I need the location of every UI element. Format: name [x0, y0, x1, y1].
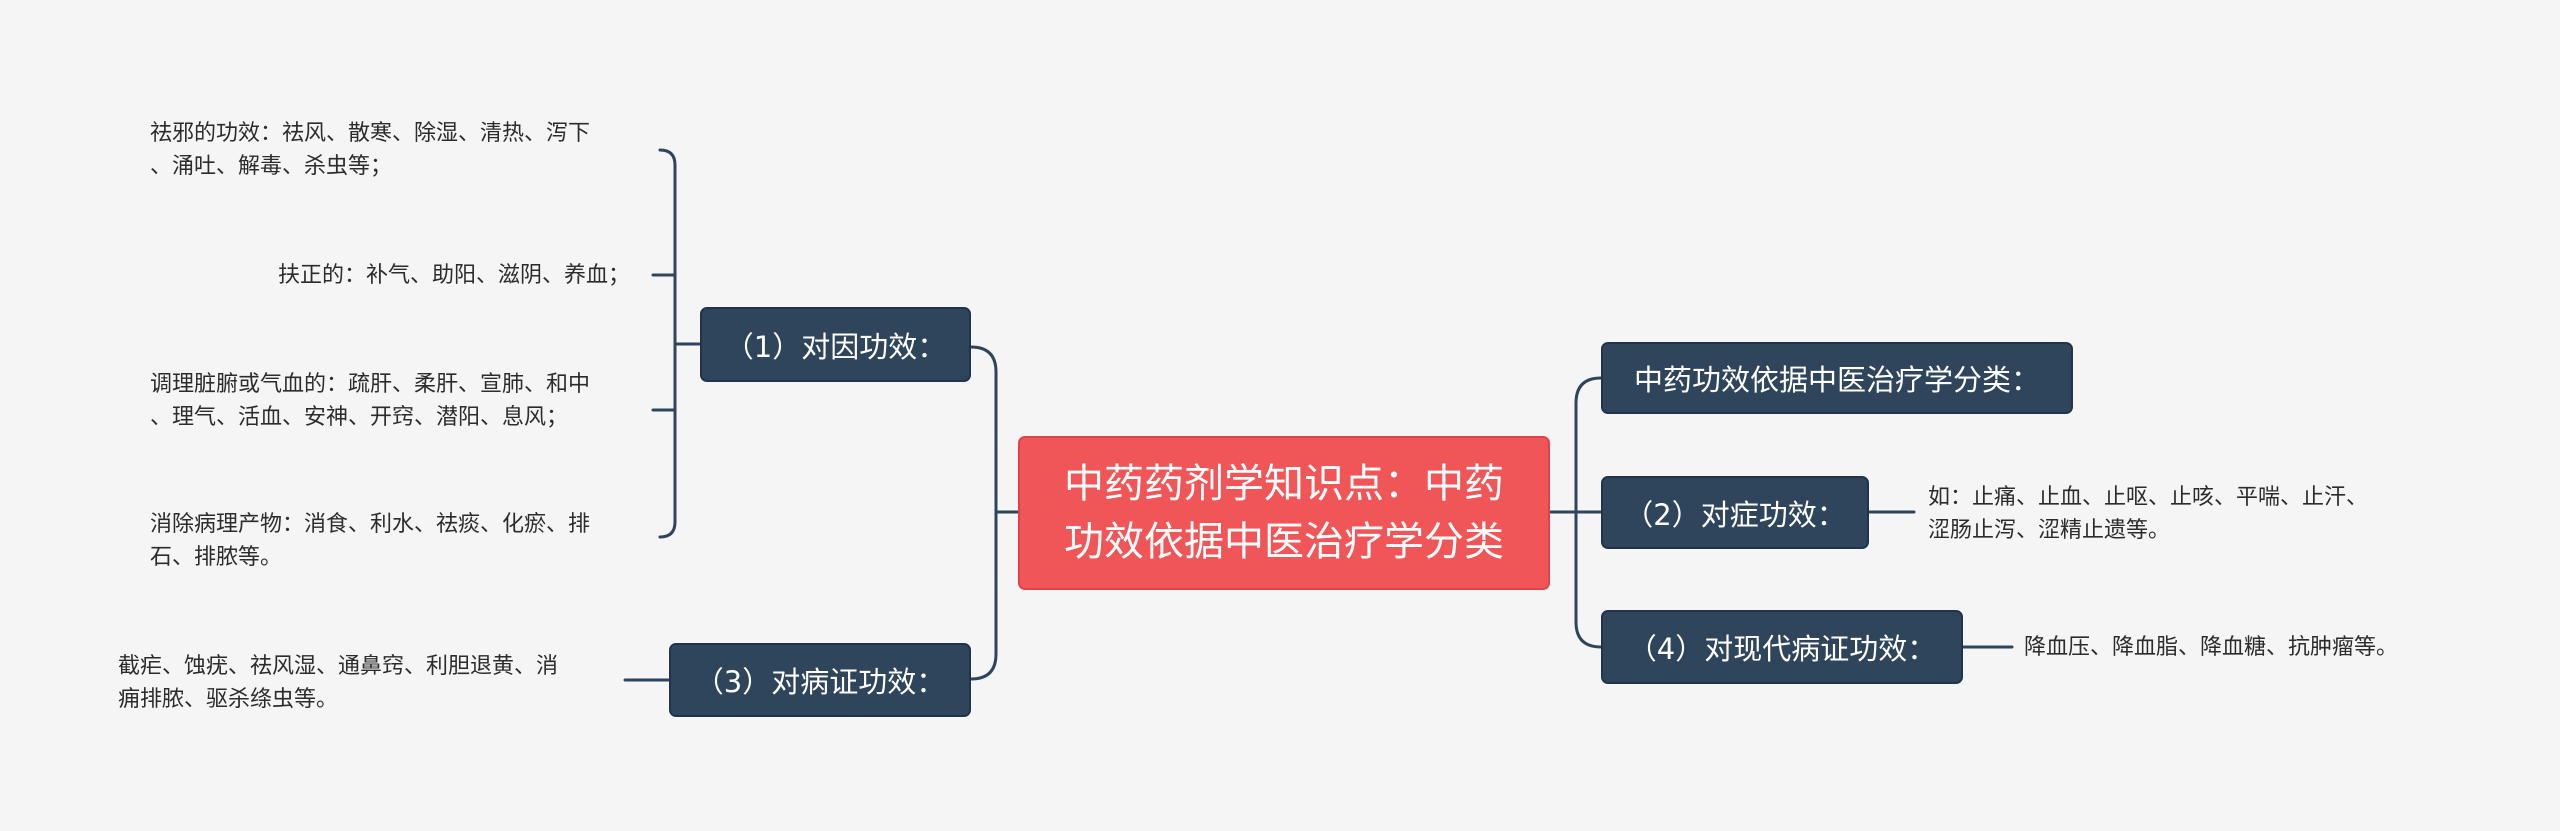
branch-symptomatic-efficacy[interactable]: （2）对症功效： [1601, 476, 1869, 549]
connector-left-trunk [969, 345, 998, 681]
branch-causal-efficacy-label: （1）对因功效： [724, 329, 947, 364]
leaf-disease-syndrome-line2: 痈排脓、驱杀绦虫等。 [118, 687, 339, 712]
central-topic-line1: 中药药剂学知识点：中药 [1064, 461, 1504, 507]
branch-symptomatic-efficacy-label: （2）对症功效： [1624, 497, 1846, 532]
branch-modern-disease-efficacy-label: （4）对现代病证功效： [1627, 632, 1937, 666]
branch-classification-title-label: 中药功效依据中医治疗学分类： [1633, 363, 2040, 397]
leaf-disease-syndrome-line1: 截疟、蚀疣、祛风湿、通鼻窍、利胆退黄、消 [118, 654, 559, 679]
branch-disease-syndrome-efficacy[interactable]: （3）对病证功效： [669, 643, 971, 717]
leaf-symptomatic-items[interactable]: 如：止痛、止血、止呕、止咳、平喘、止汗、 涩肠止泻、涩精止遗等。 [1928, 481, 2368, 547]
leaf-eliminate-pathological-products[interactable]: 消除病理产物：消食、利水、祛痰、化瘀、排 石、排脓等。 [150, 508, 590, 574]
central-topic-line2: 功效依据中医治疗学分类 [1064, 519, 1504, 565]
leaf-expel-pathogen-line2: 、涌吐、解毒、杀虫等； [150, 154, 393, 179]
branch-classification-title[interactable]: 中药功效依据中医治疗学分类： [1601, 342, 2073, 414]
leaf-symptomatic-line2: 涩肠止泻、涩精止遗等。 [1928, 518, 2171, 543]
leaf-regulate-organs-line2: 、理气、活血、安神、开窍、潜阳、息风； [150, 405, 569, 430]
leaf-eliminate-line1: 消除病理产物：消食、利水、祛痰、化瘀、排 [150, 512, 591, 537]
leaf-regulate-organs-line1: 调理脏腑或气血的：疏肝、柔肝、宣肺、和中 [150, 372, 591, 397]
leaf-support-righteous[interactable]: 扶正的：补气、助阳、滋阴、养血； [200, 259, 630, 292]
branch-causal-efficacy[interactable]: （1）对因功效： [700, 307, 971, 382]
central-topic[interactable]: 中药药剂学知识点：中药 功效依据中医治疗学分类 [1018, 436, 1550, 590]
leaf-expel-pathogen-line1: 祛邪的功效：祛风、散寒、除湿、清热、泻下 [150, 121, 591, 146]
leaf-support-righteous-line1: 扶正的：补气、助阳、滋阴、养血； [277, 263, 630, 288]
leaf-regulate-organs[interactable]: 调理脏腑或气血的：疏肝、柔肝、宣肺、和中 、理气、活血、安神、开窍、潜阳、息风； [150, 368, 590, 434]
connector-b1-bracket [658, 148, 677, 539]
branch-disease-syndrome-efficacy-label: （3）对病证功效： [694, 665, 946, 699]
leaf-modern-disease-items[interactable]: 降血压、降血脂、降血糖、抗肿瘤等。 [2024, 631, 2398, 664]
leaf-expel-pathogen[interactable]: 祛邪的功效：祛风、散寒、除湿、清热、泻下 、涌吐、解毒、杀虫等； [150, 117, 590, 183]
leaf-symptomatic-line1: 如：止痛、止血、止呕、止咳、平喘、止汗、 [1928, 485, 2369, 510]
leaf-disease-syndrome-items[interactable]: 截疟、蚀疣、祛风湿、通鼻窍、利胆退黄、消 痈排脓、驱杀绦虫等。 [118, 650, 558, 716]
branch-modern-disease-efficacy[interactable]: （4）对现代病证功效： [1601, 610, 1963, 684]
leaf-modern-disease-line1: 降血压、降血脂、降血糖、抗肿瘤等。 [2024, 635, 2399, 660]
leaf-eliminate-line2: 石、排脓等。 [150, 545, 283, 570]
